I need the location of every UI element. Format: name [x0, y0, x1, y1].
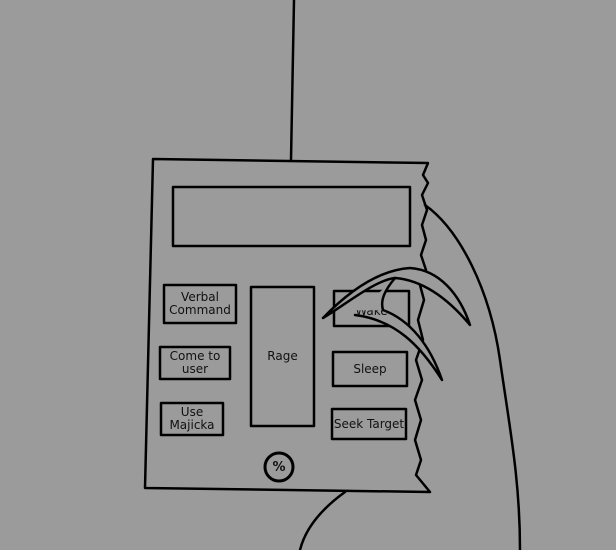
sleep-label: Sleep	[353, 361, 387, 376]
seek-target-label: Seek Target	[333, 416, 405, 431]
percent-label: %	[272, 459, 286, 475]
come-to-user-label: Come to user	[169, 349, 221, 376]
rage-button[interactable]	[249, 285, 316, 428]
hand-lower	[298, 490, 347, 550]
claw-lower	[353, 276, 444, 382]
remote-body	[143, 157, 432, 494]
come-to-user-button[interactable]	[158, 345, 232, 381]
antenna	[289, 0, 296, 162]
verbal-command-label: Verbal Command	[169, 290, 231, 317]
use-majicka-label: Use Majicka	[169, 405, 215, 432]
rage-label: Rage	[267, 349, 298, 363]
display-screen	[171, 185, 412, 248]
sleep-button[interactable]	[331, 350, 409, 388]
seek-target-button[interactable]	[330, 407, 408, 441]
percent-button-circle[interactable]	[263, 451, 295, 483]
wake-label: Wake	[355, 304, 388, 318]
use-majicka-button[interactable]	[159, 401, 225, 437]
hand-outline	[423, 203, 522, 550]
verbal-command-button[interactable]	[162, 283, 238, 325]
claw-upper	[321, 266, 472, 327]
